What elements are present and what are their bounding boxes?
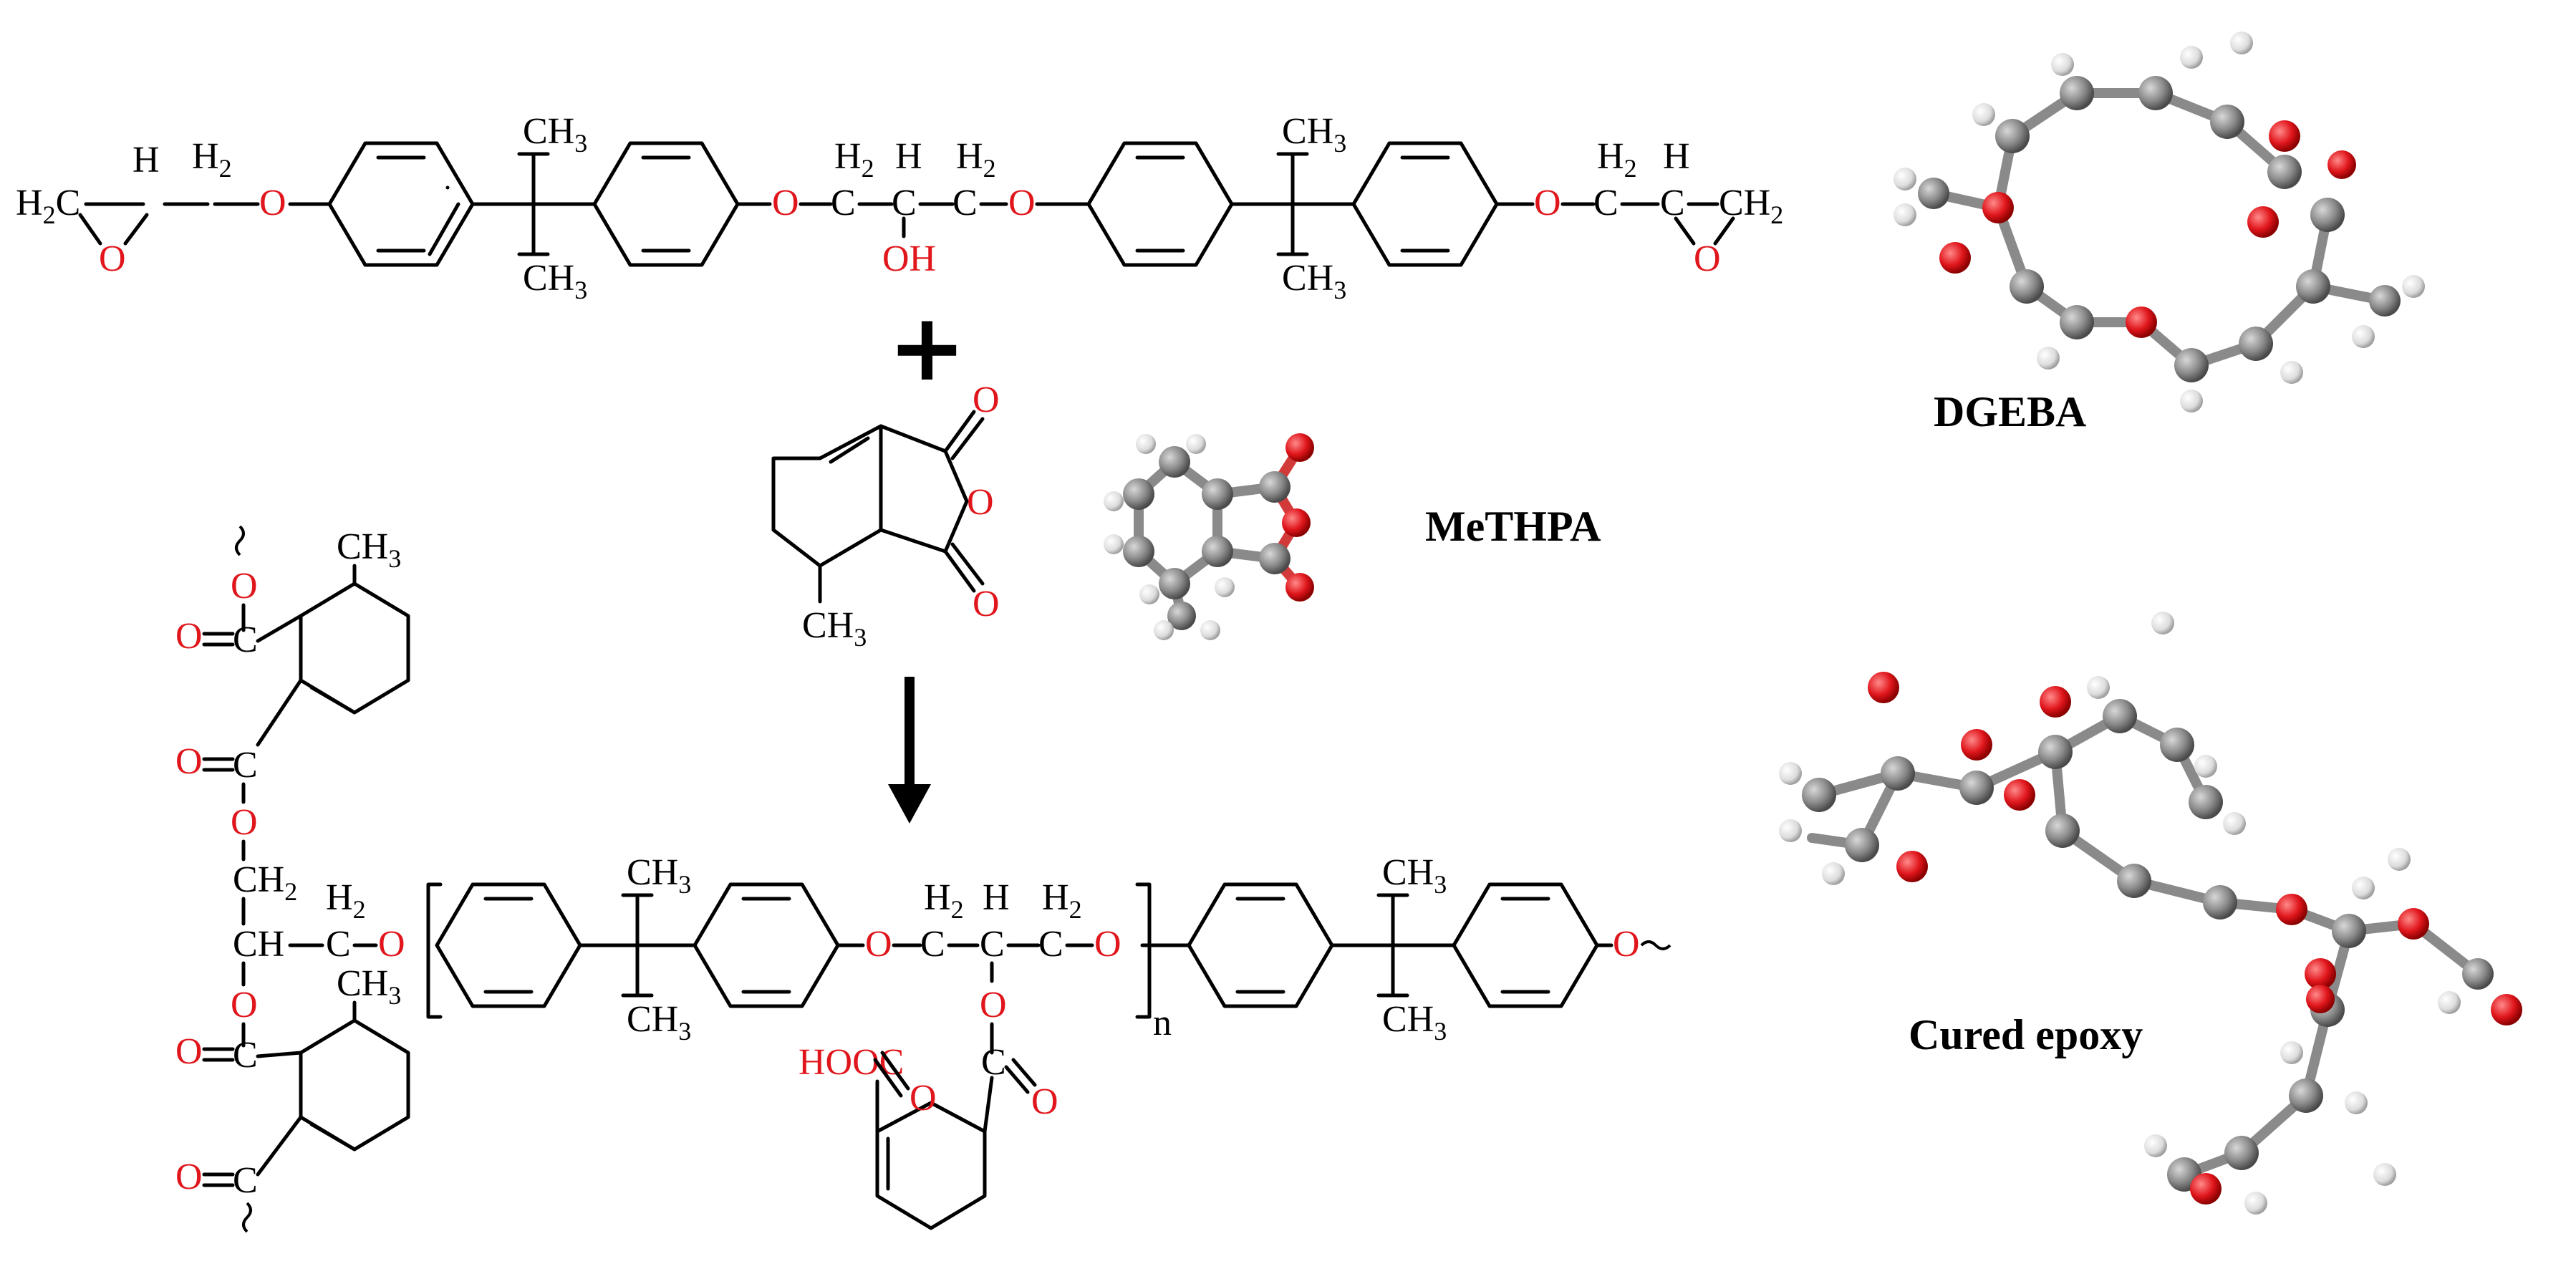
atom-ch2-right: CH2 xyxy=(1719,183,1783,229)
atom-h-cured: H xyxy=(983,877,1010,918)
atom-o-cured-4: O xyxy=(231,802,258,843)
atom-o-4: O xyxy=(1534,183,1561,223)
atom-o-cured-11: O xyxy=(1094,924,1121,965)
phenyl-ring-3 xyxy=(1086,141,1234,267)
atom-h2-cured-3: H2 xyxy=(1042,877,1082,924)
phenyl-ring-2 xyxy=(592,141,740,267)
plus-symbol: + xyxy=(888,293,966,402)
atom-ch2-cured: CH2 xyxy=(233,859,297,906)
atom-ch3-top-2: CH3 xyxy=(1282,111,1346,158)
atom-o-cured-14: O xyxy=(1613,924,1640,965)
atom-o-cured-13: O xyxy=(910,1078,937,1119)
atom-o-cured-10: O xyxy=(980,985,1007,1025)
atom-h2-cured: H2 xyxy=(326,877,366,924)
atom-oh: OH xyxy=(882,238,936,279)
svg-text:C: C xyxy=(1660,183,1685,223)
dgeba-structure: H2C H H2 O O CH3 CH3 O C H2 C H xyxy=(16,111,1783,304)
atom-o-3: O xyxy=(1008,183,1036,223)
atom-ch-cured: CH xyxy=(233,924,284,965)
cured-epoxy-structure: O O C CH3 O C O CH2 CH C H2 O O O C xyxy=(175,525,1671,1233)
atom-n: n xyxy=(1153,1003,1172,1043)
label-cured-epoxy: Cured epoxy xyxy=(1909,1011,2143,1058)
svg-text:C: C xyxy=(1038,924,1063,965)
atom-o-cured-1: O xyxy=(231,566,258,607)
atom-h2-right: H2 xyxy=(1597,136,1637,183)
svg-text:C: C xyxy=(981,1042,1006,1083)
svg-text:C: C xyxy=(831,183,856,223)
dgeba-3d-model xyxy=(1894,32,2425,412)
label-methpa: MeTHPA xyxy=(1425,503,1601,550)
atom-o-anh-bot: O xyxy=(973,584,1000,624)
reaction-arrow xyxy=(888,677,931,824)
svg-text:C: C xyxy=(1593,183,1619,223)
svg-text:C: C xyxy=(920,924,945,965)
atom-o-cured-5: O xyxy=(378,924,405,965)
methpa-3d-model xyxy=(1104,433,1314,640)
atom-ch3-methpa: CH3 xyxy=(802,605,867,652)
atom-o-cured-9: O xyxy=(865,924,892,965)
atom-ch3-bot-2: CH3 xyxy=(1282,258,1346,304)
phenyl-ring-4 xyxy=(1351,141,1499,267)
arrow-down-icon xyxy=(888,784,931,824)
atom-h2c-left: H2C xyxy=(16,183,80,229)
atom-ch3-cured-bot: CH3 xyxy=(337,963,401,1010)
atom-ch3-cured-top: CH3 xyxy=(337,526,401,573)
atom-ch3-cured-6: CH3 xyxy=(1382,999,1447,1046)
atom-o-cured-2: O xyxy=(175,616,203,657)
svg-text:C: C xyxy=(952,183,978,223)
svg-text:C: C xyxy=(233,1035,258,1076)
atom-ch3-cured-5: CH3 xyxy=(1382,852,1447,899)
atom-ch3-cured-4: CH3 xyxy=(627,999,691,1046)
atom-h-mid: H xyxy=(895,136,922,177)
atom-o-2: O xyxy=(772,183,799,223)
svg-text:C: C xyxy=(892,183,917,223)
atom-ch3-bot-1: CH3 xyxy=(523,258,587,304)
label-dgeba: DGEBA xyxy=(1934,388,2086,435)
svg-text:C: C xyxy=(326,924,351,965)
atom-o-cured-8: O xyxy=(175,1157,203,1197)
phenyl-ring-1 xyxy=(327,141,475,267)
svg-text:C: C xyxy=(233,619,258,660)
atom-o-epoxide-right: O xyxy=(1694,238,1721,279)
atom-h2-left: H2 xyxy=(192,136,232,183)
atom-o-cured-7: O xyxy=(175,1031,203,1072)
atom-ch3-cured-3: CH3 xyxy=(627,852,691,899)
atom-o-cured-12: O xyxy=(1031,1081,1058,1122)
atom-h2-mid-1: H2 xyxy=(834,136,874,183)
atom-ch3-top-1: CH3 xyxy=(523,111,587,158)
methpa-structure: O O O CH3 xyxy=(771,380,1000,652)
atom-o-cured-6: O xyxy=(231,985,258,1025)
cured-epoxy-3d-model xyxy=(1779,612,2522,1215)
atom-o-cured-3: O xyxy=(175,741,203,782)
atom-h-left: H xyxy=(132,140,160,180)
svg-text:C: C xyxy=(233,745,258,786)
svg-text:C: C xyxy=(233,1160,258,1201)
atom-o-epoxide-left: O xyxy=(99,238,126,279)
atom-h2-cured-2: H2 xyxy=(924,877,964,924)
atom-o-1: O xyxy=(259,183,286,223)
atom-o-anh-ring: O xyxy=(967,482,994,523)
atom-h2-mid-2: H2 xyxy=(956,136,996,183)
atom-h-right: H xyxy=(1663,136,1690,177)
svg-text:C: C xyxy=(980,924,1005,965)
atom-o-anh-top: O xyxy=(973,380,1000,420)
